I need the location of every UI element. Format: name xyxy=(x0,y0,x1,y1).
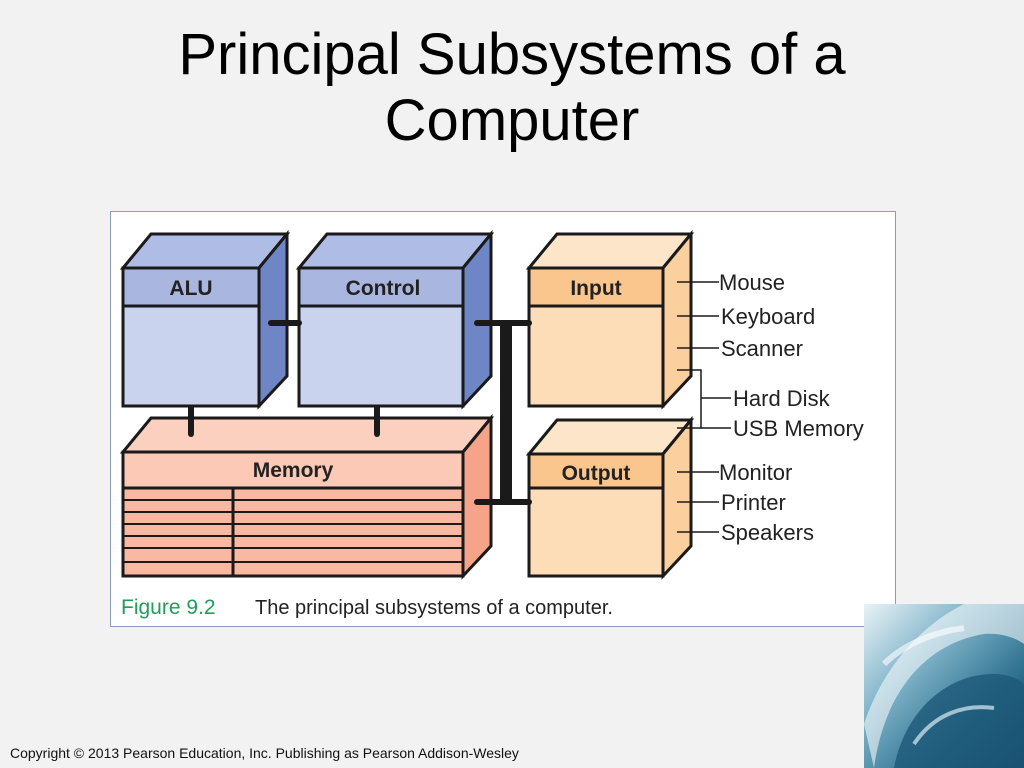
control-label: Control xyxy=(346,277,421,300)
device-keyboard: Keyboard xyxy=(721,304,815,329)
output-block: Output xyxy=(525,415,695,580)
alu-label: ALU xyxy=(169,277,212,300)
control-block: Control xyxy=(295,229,495,410)
device-monitor: Monitor xyxy=(719,460,792,485)
memory-label: Memory xyxy=(253,459,334,482)
memory-cells xyxy=(123,488,463,576)
memory-block: Memory xyxy=(119,413,495,580)
figure-panel: ALU Control Memory xyxy=(110,211,896,627)
device-mouse: Mouse xyxy=(719,270,785,295)
device-usb-memory: USB Memory xyxy=(733,416,864,441)
input-block: Input xyxy=(525,229,695,410)
ocean-wave-image xyxy=(864,604,1024,768)
slide-title-line-2: Computer xyxy=(384,88,640,153)
bus-connectors xyxy=(188,320,532,505)
device-scanner: Scanner xyxy=(721,336,803,361)
subsystems-diagram: ALU Control Memory xyxy=(119,229,864,619)
device-hard-disk: Hard Disk xyxy=(733,386,831,411)
input-label: Input xyxy=(570,277,621,300)
figure-caption-text: The principal subsystems of a computer. xyxy=(255,597,613,619)
device-labels: Mouse Keyboard Scanner Hard Disk USB Mem… xyxy=(719,270,864,545)
slide-title: Principal Subsystems of a Computer xyxy=(0,22,1024,154)
copyright-notice: Copyright © 2013 Pearson Education, Inc.… xyxy=(10,745,519,761)
alu-block: ALU xyxy=(119,229,291,410)
device-printer: Printer xyxy=(721,490,786,515)
slide-title-line-1: Principal Subsystems of a xyxy=(178,22,846,87)
device-speakers: Speakers xyxy=(721,520,814,545)
figure-caption-label: Figure 9.2 xyxy=(121,596,216,619)
output-label: Output xyxy=(562,462,631,485)
device-leader-lines xyxy=(677,281,731,533)
